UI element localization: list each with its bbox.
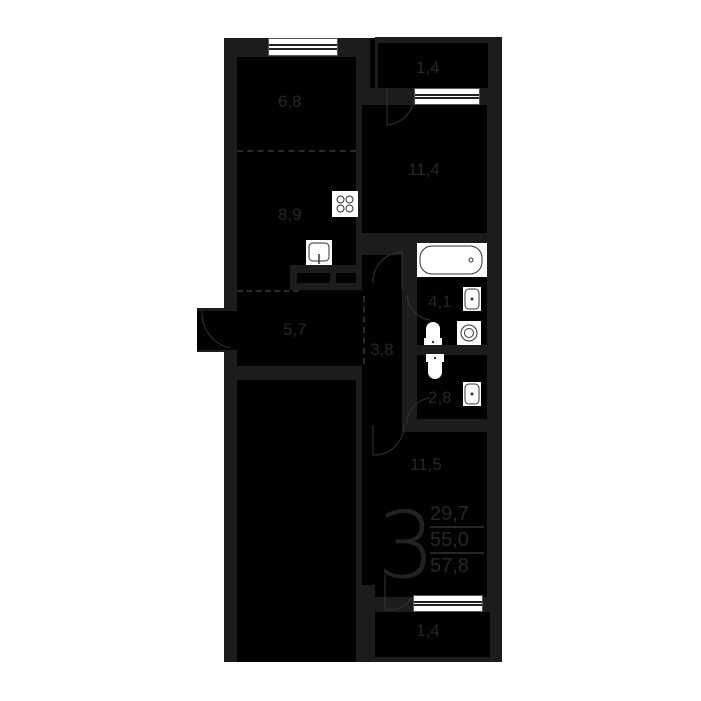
washing-machine-icon (457, 321, 481, 345)
bathroom-wc-partition (408, 345, 502, 355)
area-label-corridor: 3,8 (370, 340, 394, 359)
area-label-hall: 5,7 (283, 320, 307, 339)
room-top-right (362, 105, 487, 233)
wc-washbasin-icon (463, 382, 481, 406)
rooms-count: 3 (377, 492, 436, 599)
gap-top (370, 38, 375, 88)
total-area-with-balcony: 57,8 (430, 555, 469, 577)
washbasin-icon (463, 287, 481, 311)
divider-kitchen-zone (237, 150, 356, 152)
toilet-icon (422, 320, 444, 350)
room-balcony-bottom (375, 612, 490, 657)
room-bottom-right (375, 432, 487, 597)
wc-toilet-icon (424, 352, 446, 382)
living-area: 29,7 (430, 503, 469, 525)
room-kitchen (237, 57, 356, 290)
area-label-room-top-right: 11,4 (408, 160, 440, 179)
room-balcony-top (378, 43, 488, 88)
area-divider-1 (430, 526, 484, 528)
area-label-balcony-top: 1,4 (416, 58, 440, 77)
bathtub-icon (417, 243, 487, 277)
divider-hall-zone (237, 290, 299, 292)
room-entry (197, 311, 237, 350)
area-label-wc: 2,8 (428, 388, 452, 407)
area-label-balcony-bottom: 1,4 (416, 621, 440, 640)
stove-icon (332, 191, 358, 217)
area-label-bathroom: 4,1 (428, 292, 452, 311)
area-divider-2 (430, 552, 484, 554)
total-area: 55,0 (430, 529, 469, 551)
window-bottom-right (413, 595, 483, 612)
counter-cabinet-2 (336, 273, 356, 283)
counter-cabinet-1 (297, 273, 330, 283)
kitchen-sink-icon (306, 240, 332, 266)
room-hall (237, 290, 362, 366)
window-top-left (268, 38, 338, 56)
room-big-left (237, 380, 356, 662)
area-label-kitchen-top: 6,8 (278, 92, 302, 111)
area-label-room-bottom-right: 11,5 (410, 455, 442, 474)
window-top-right (414, 88, 480, 105)
area-label-kitchen: 8,9 (278, 205, 302, 224)
divider-corridor-zone (363, 296, 365, 364)
